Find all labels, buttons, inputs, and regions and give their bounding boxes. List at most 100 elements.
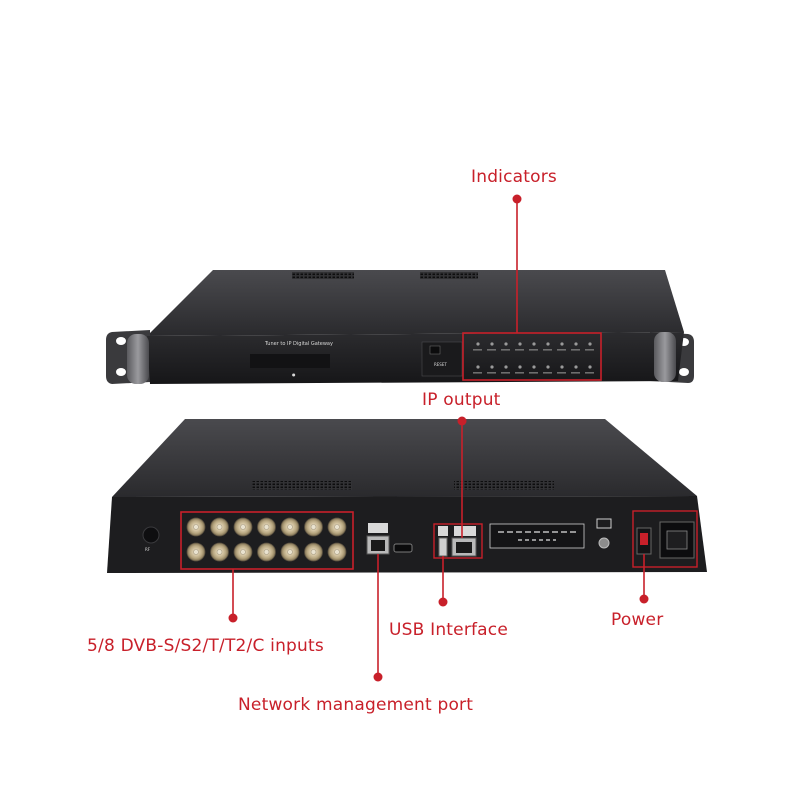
usb-highlight-box bbox=[433, 523, 483, 559]
indicator-led-label bbox=[529, 349, 538, 351]
indicator-led bbox=[546, 342, 550, 346]
rear-unit: RF bbox=[107, 419, 707, 573]
indicator-led bbox=[490, 365, 494, 369]
hdmi-port bbox=[393, 543, 413, 553]
bnc-connector bbox=[304, 517, 323, 537]
front-face bbox=[147, 332, 684, 384]
indicator-led bbox=[504, 342, 508, 346]
indicator-led-label bbox=[515, 349, 524, 351]
ce-mark bbox=[596, 518, 612, 529]
indicator-led-group bbox=[473, 342, 594, 374]
bnc-connector bbox=[304, 542, 323, 562]
bnc-connector bbox=[280, 517, 300, 537]
front-handle-right bbox=[654, 332, 676, 382]
usb-port bbox=[438, 537, 448, 557]
indicator-led-label bbox=[585, 372, 594, 374]
bnc-connector bbox=[233, 542, 253, 562]
rack-ear-left-hole-2 bbox=[116, 368, 126, 376]
indicator-led bbox=[574, 342, 578, 346]
rear-info-label bbox=[489, 523, 585, 549]
mgmt-port-label-block bbox=[368, 523, 388, 533]
inputs-label: 5/8 DVB-S/S2/T/T2/C inputs bbox=[87, 636, 324, 656]
bnc-connector bbox=[280, 542, 300, 562]
indicator-led-label bbox=[585, 349, 594, 351]
indicator-led bbox=[476, 365, 480, 369]
indicator-led bbox=[574, 365, 578, 369]
power-highlight-box bbox=[632, 510, 698, 568]
bnc-connector bbox=[327, 517, 347, 537]
front-lcd-window bbox=[250, 354, 330, 368]
ip-output-label-block bbox=[454, 526, 476, 536]
bnc-connector bbox=[210, 542, 229, 562]
ground-terminal bbox=[598, 537, 610, 549]
indicator-led-label bbox=[557, 372, 566, 374]
callout-leaders bbox=[228, 194, 649, 682]
bnc-connector bbox=[327, 542, 347, 562]
indicator-led bbox=[518, 365, 522, 369]
inputs-highlight-box bbox=[180, 511, 354, 570]
indicator-led bbox=[504, 365, 508, 369]
rack-ear-left-hole bbox=[116, 337, 126, 345]
top-vent-right bbox=[420, 272, 478, 279]
indicator-led-label bbox=[501, 372, 510, 374]
indicator-led-label bbox=[571, 349, 580, 351]
indicator-led bbox=[476, 342, 480, 346]
front-reset-label: RESET bbox=[434, 362, 447, 367]
rear-top-vent-right bbox=[454, 481, 554, 490]
front-unit: Tuner to IP Digital Gateway ● RESET bbox=[106, 270, 694, 384]
power-switch-rocker bbox=[640, 533, 648, 545]
front-usb-slot bbox=[429, 345, 441, 355]
indicator-led-label bbox=[529, 372, 538, 374]
network-leader-dot bbox=[373, 672, 383, 682]
indicator-led bbox=[518, 342, 522, 346]
ip-output-label: IP output bbox=[422, 390, 501, 410]
indicator-led bbox=[588, 342, 592, 346]
indicators-leader-dot bbox=[512, 194, 522, 204]
indicator-led-label bbox=[557, 349, 566, 351]
indicator-led-label bbox=[473, 372, 482, 374]
indicator-led bbox=[546, 365, 550, 369]
indicator-led bbox=[588, 365, 592, 369]
usb-port-label-block bbox=[438, 526, 448, 536]
rear-knob bbox=[142, 526, 160, 544]
network-management-port-label: Network management port bbox=[238, 695, 474, 715]
network-management-port-socket bbox=[371, 540, 385, 551]
indicator-led bbox=[560, 342, 564, 346]
front-model-label: ● bbox=[292, 372, 296, 377]
ip-output-port-socket bbox=[456, 542, 472, 553]
indicators-highlight-box bbox=[462, 332, 602, 381]
indicator-led-label bbox=[487, 372, 496, 374]
bnc-connector bbox=[233, 517, 253, 537]
inputs-leader-dot bbox=[228, 613, 238, 623]
bnc-connector-group bbox=[186, 517, 347, 562]
indicator-led-label bbox=[501, 349, 510, 351]
bnc-connector bbox=[210, 517, 229, 537]
indicator-led bbox=[532, 342, 536, 346]
indicators-label: Indicators bbox=[471, 167, 557, 187]
indicator-led-label bbox=[487, 349, 496, 351]
indicator-led bbox=[560, 365, 564, 369]
bnc-connector bbox=[257, 542, 276, 562]
power-label: Power bbox=[611, 610, 664, 630]
power-socket-inner bbox=[666, 530, 688, 550]
rear-knob-label: RF bbox=[145, 547, 151, 552]
bnc-connector bbox=[257, 517, 276, 537]
indicator-led-label bbox=[473, 349, 482, 351]
front-button-panel bbox=[421, 341, 463, 377]
indicator-led-label bbox=[515, 372, 524, 374]
ip-output-leader-dot bbox=[457, 416, 467, 426]
rack-ear-right-hole-2 bbox=[679, 368, 689, 376]
indicator-led-label bbox=[543, 372, 552, 374]
front-title-label: Tuner to IP Digital Gateway bbox=[264, 341, 333, 347]
bnc-connector bbox=[186, 542, 206, 562]
top-vent-left bbox=[292, 272, 354, 279]
rear-panel bbox=[107, 496, 707, 573]
indicator-led-label bbox=[543, 349, 552, 351]
front-handle-left bbox=[127, 334, 149, 384]
usb-interface-label: USB Interface bbox=[389, 620, 509, 640]
front-unit-top bbox=[147, 270, 684, 336]
rear-unit-top bbox=[112, 419, 697, 497]
rear-top-vent-left bbox=[252, 481, 352, 490]
indicator-led-label bbox=[571, 372, 580, 374]
